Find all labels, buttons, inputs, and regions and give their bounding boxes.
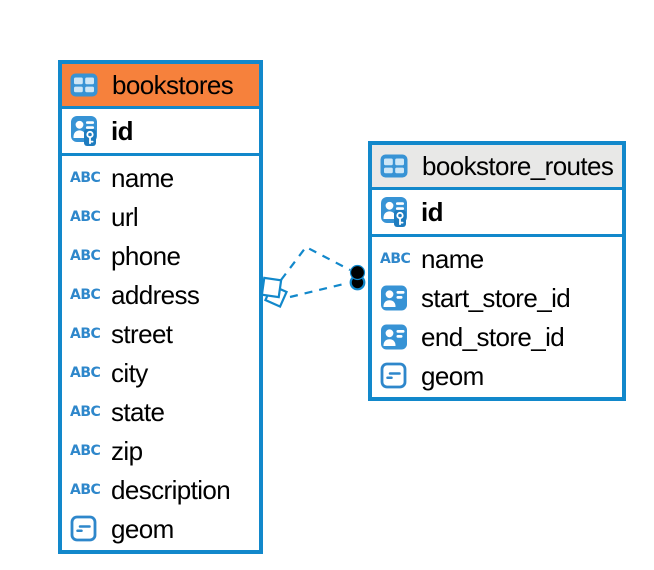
table-name: bookstore_routes: [422, 151, 614, 181]
column-name: address: [111, 279, 200, 310]
column-row[interactable]: ABC name: [372, 239, 622, 278]
table-bookstore-routes[interactable]: bookstore_routes id ABC name start_store_i…: [368, 141, 626, 401]
column-row[interactable]: ABC street: [62, 314, 259, 353]
primary-key-row[interactable]: id: [62, 109, 259, 156]
relationship-source-diamond-marker[interactable]: [260, 276, 289, 309]
column-name: phone: [111, 240, 181, 271]
column-name: start_store_id: [421, 282, 571, 313]
column-row[interactable]: geom: [62, 509, 259, 548]
column-name: name: [421, 243, 484, 274]
abc-icon: ABC: [70, 286, 101, 303]
column-name: zip: [111, 435, 143, 466]
column-row[interactable]: ABC url: [62, 197, 259, 236]
relationship-line[interactable]: [280, 245, 351, 281]
abc-icon: ABC: [70, 364, 101, 381]
column-row[interactable]: ABC zip: [62, 431, 259, 470]
table-name: bookstores: [112, 70, 234, 100]
foreign-key-icon: [380, 285, 413, 311]
column-row[interactable]: start_store_id: [372, 278, 622, 317]
primary-key-icon: [380, 196, 413, 228]
column-name: geom: [111, 513, 174, 544]
primary-key-name: id: [111, 116, 134, 146]
column-row[interactable]: end_store_id: [372, 317, 622, 356]
relationship-target-dot-marker[interactable]: [349, 264, 366, 291]
column-row[interactable]: ABC name: [62, 158, 259, 197]
column-name: name: [111, 162, 174, 193]
table-icon: [70, 73, 103, 97]
relationship-line[interactable]: [289, 281, 349, 299]
primary-key-icon: [70, 115, 103, 147]
table-icon: [380, 154, 413, 178]
column-row[interactable]: ABC description: [62, 470, 259, 509]
column-name: geom: [421, 360, 484, 391]
column-row[interactable]: ABC address: [62, 275, 259, 314]
column-row[interactable]: geom: [372, 356, 622, 395]
column-row[interactable]: ABC city: [62, 353, 259, 392]
geometry-icon: [70, 515, 103, 543]
primary-key-row[interactable]: id: [372, 190, 622, 237]
primary-key-name: id: [421, 197, 444, 227]
column-name: city: [111, 357, 148, 388]
column-name: url: [111, 201, 139, 232]
column-name: description: [111, 474, 231, 505]
abc-icon: ABC: [380, 250, 411, 267]
column-name: street: [111, 318, 173, 349]
table-header[interactable]: bookstore_routes: [372, 145, 622, 190]
abc-icon: ABC: [70, 208, 101, 225]
abc-icon: ABC: [70, 325, 101, 342]
geometry-icon: [380, 362, 413, 390]
abc-icon: ABC: [70, 481, 101, 498]
abc-icon: ABC: [70, 247, 101, 264]
table-header[interactable]: bookstores: [62, 64, 259, 109]
column-name: end_store_id: [421, 321, 565, 352]
foreign-key-icon: [380, 324, 413, 350]
column-row[interactable]: ABC state: [62, 392, 259, 431]
column-row[interactable]: ABC phone: [62, 236, 259, 275]
abc-icon: ABC: [70, 403, 101, 420]
abc-icon: ABC: [70, 169, 101, 186]
abc-icon: ABC: [70, 442, 101, 459]
column-name: state: [111, 396, 165, 427]
